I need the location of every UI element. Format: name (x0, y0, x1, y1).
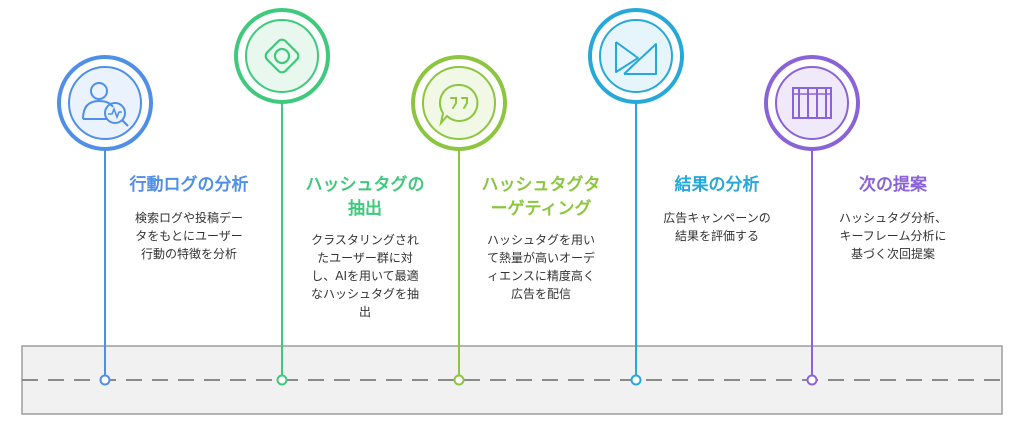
step-3-description: ハッシュタグを用い て熱量が高いオーデ ィエンスに精度高く 広告を配信 (486, 233, 595, 301)
step-inner-circle (775, 66, 849, 140)
step-1-marker (57, 55, 153, 386)
step-5-marker (764, 55, 860, 386)
play-chart-icon (615, 41, 657, 75)
timeline-node (99, 374, 111, 386)
step-3-title: ハッシュタグタ ーゲティング (481, 175, 601, 219)
timeline-node (276, 374, 288, 386)
target-icon (264, 38, 300, 74)
step-2-marker (234, 8, 330, 386)
user-analytics-icon (82, 82, 129, 127)
step-graphics (57, 8, 860, 386)
chat-quote-icon (438, 83, 479, 127)
step-4-marker (588, 8, 684, 386)
step-3-marker (411, 55, 507, 386)
step-inner-circle (245, 19, 319, 93)
step-5-description: ハッシュタグ分析、 キーフレーム分析に 基づく次回提案 (838, 211, 947, 261)
step-inner-circle (422, 66, 496, 140)
timeline-node (630, 374, 642, 386)
step-2-title: ハッシュタグの 抽出 (305, 175, 425, 219)
step-4-description: 広告キャンペーンの 結果を評価する (663, 211, 771, 243)
timeline-node (806, 374, 818, 386)
step-1-title: 行動ログの分析 (129, 175, 249, 195)
step-inner-circle (68, 66, 142, 140)
step-2-description: クラスタリングされ たユーザー群に対 し、AIを用いて最適 なハッシュタグを抽 … (310, 233, 419, 319)
step-1-description: 検索ログや投稿デー タをもとにユーザー 行動の特徴を分析 (134, 211, 243, 261)
pillars-icon (792, 87, 832, 119)
timeline-node (453, 374, 465, 386)
step-4-title: 結果の分析 (674, 175, 760, 195)
step-5-title: 次の提案 (859, 175, 927, 195)
